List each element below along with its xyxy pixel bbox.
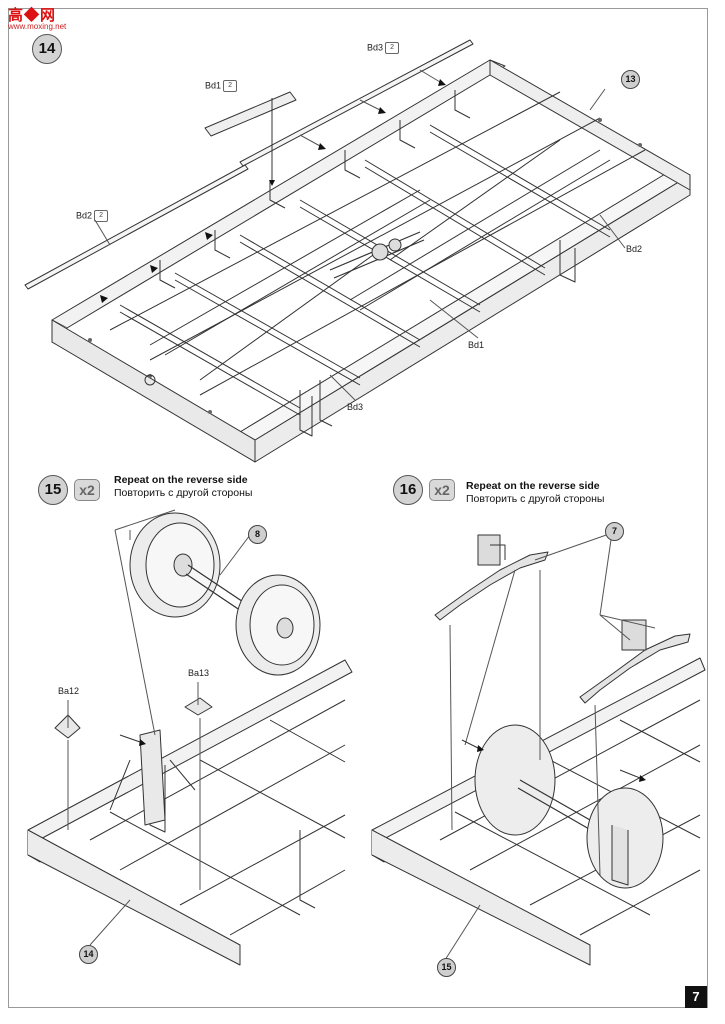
callout-15: 15 (437, 958, 456, 977)
part-ba12: Ba12 (58, 686, 80, 696)
watermark-text: 高◆网 (8, 7, 57, 24)
callout-8: 8 (248, 525, 267, 544)
part-bd1-top-label: Bd1 (205, 80, 222, 91)
step-15-multiplier: x2 (74, 479, 100, 501)
part-bd2-left-label: Bd2 (76, 210, 93, 221)
callout-14: 14 (79, 945, 98, 964)
part-bd2-left-count: 2 (94, 210, 109, 222)
step-16-instruction: Repeat on the reverse side Повторить с д… (466, 480, 604, 506)
step15-assembly (27, 509, 353, 966)
part-ba13: Ba13 (188, 668, 210, 678)
part-bd3-bottom: Bd3 (347, 402, 364, 412)
step-15-instruction-en: Repeat on the reverse side (114, 474, 248, 486)
watermark-logo: 高◆网 www.moxing.net (4, 4, 70, 38)
step14-chassis-frame (24, 39, 691, 463)
callout-7: 7 (605, 522, 624, 541)
step-15-badge: 15 (38, 475, 68, 505)
part-bd1-bottom: Bd1 (468, 340, 485, 350)
step16-assembly (371, 532, 706, 966)
watermark-subtext: www.moxing.net (8, 22, 67, 31)
part-bd2-right: Bd2 (626, 244, 643, 254)
step-15-instruction-ru: Повторить с другой стороны (114, 487, 253, 499)
step-14-badge: 14 (32, 34, 62, 64)
page-number: 7 (685, 986, 707, 1008)
part-bd3-top-label: Bd3 (367, 42, 384, 53)
step-15-instruction: Repeat on the reverse side Повторить с д… (114, 474, 252, 500)
part-bd3-top-count: 2 (385, 42, 400, 54)
step-16-instruction-en: Repeat on the reverse side (466, 480, 600, 492)
part-bd1-top-count: 2 (223, 80, 238, 92)
callout-13: 13 (621, 70, 640, 89)
step-16-instruction-ru: Повторить с другой стороны (466, 493, 605, 505)
page-border (8, 8, 708, 1008)
step-16-badge: 16 (393, 475, 423, 505)
step-16-multiplier: x2 (429, 479, 455, 501)
